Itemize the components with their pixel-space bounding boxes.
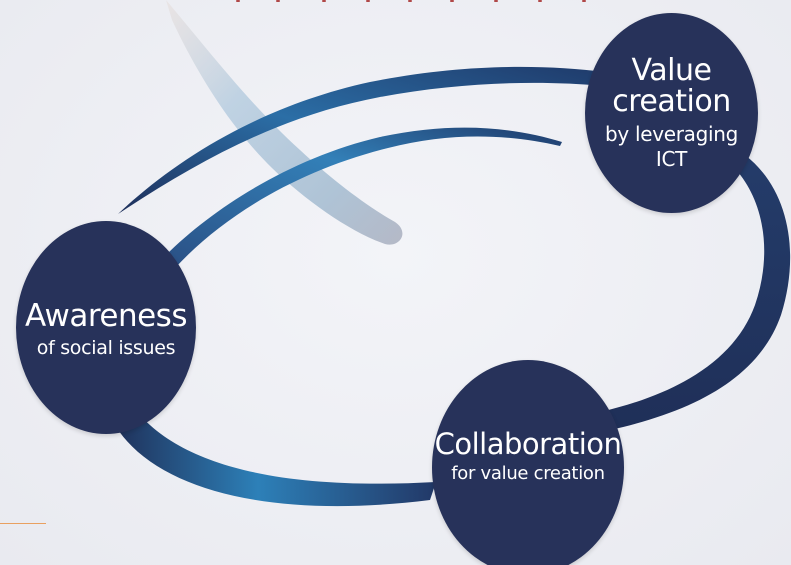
- node-value-creation-title-1: Value: [631, 52, 712, 88]
- upper-outer-arc: [118, 66, 605, 214]
- node-value-creation-title-2: creation: [612, 84, 731, 119]
- accent-line: [0, 523, 46, 524]
- node-value-creation-sub-1: by leveraging: [604, 121, 739, 146]
- bottom-arc: [112, 400, 436, 507]
- node-collaboration: Collaboration for value creation: [432, 360, 624, 565]
- top-decorative-marks: [236, 0, 596, 3]
- light-swoosh: [166, 0, 403, 245]
- node-collaboration-sub: for value creation: [451, 463, 605, 485]
- node-value-creation-sub-2: ICT: [655, 146, 688, 171]
- right-arc: [600, 155, 791, 430]
- node-awareness-sub: of social issues: [36, 336, 176, 359]
- node-value-creation: Value creation by leveraging ICT: [585, 13, 758, 213]
- node-collaboration-title: Collaboration: [434, 427, 622, 462]
- upper-inner-arc: [163, 127, 562, 268]
- node-awareness: Awareness of social issues: [16, 221, 196, 434]
- node-awareness-title: Awareness: [25, 298, 187, 335]
